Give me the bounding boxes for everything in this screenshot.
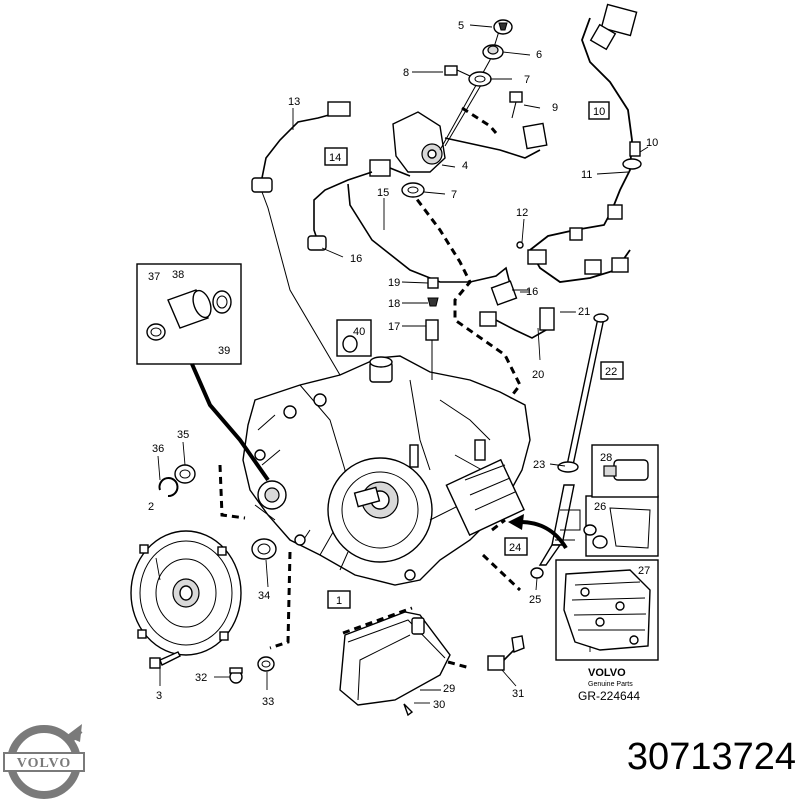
callout-4: 4 xyxy=(462,160,468,172)
circlip-36 xyxy=(158,477,179,498)
callout-36: 36 xyxy=(152,443,164,455)
callout-29: 29 xyxy=(443,683,455,695)
logo-text: VOLVO xyxy=(17,756,72,771)
boxed-callouts: 10 14 22 24 1 xyxy=(324,101,624,609)
callout-28: 28 xyxy=(600,452,612,464)
callout-10: 10 xyxy=(646,137,658,149)
callout-7: 7 xyxy=(524,74,530,86)
callout-5: 5 xyxy=(458,20,464,32)
callout-6: 6 xyxy=(536,49,542,61)
gasket-26-inset xyxy=(583,495,659,557)
callout-40: 40 xyxy=(353,326,365,338)
callout-30: 30 xyxy=(433,699,445,711)
callout-20: 20 xyxy=(532,369,544,381)
leader-lines xyxy=(155,24,649,704)
nut-6 xyxy=(482,44,504,60)
callout-box-14: 14 xyxy=(329,152,341,164)
stamp-subtitle: Genuine Parts xyxy=(588,681,633,688)
callout-box-22: 22 xyxy=(605,366,617,378)
connector-31 xyxy=(487,635,525,671)
callout-3: 3 xyxy=(156,690,162,702)
seal-35 xyxy=(174,464,196,484)
callout-26: 26 xyxy=(594,501,606,513)
speed-sensor-13 xyxy=(251,101,351,376)
callout-31: 31 xyxy=(512,688,524,700)
callout-labels: 5 6 7 8 9 13 4 7 15 16 12 11 10 19 18 17… xyxy=(148,20,658,711)
callout-16: 16 xyxy=(350,253,362,265)
bolt-32 xyxy=(229,667,243,684)
callout-2: 2 xyxy=(148,501,154,513)
volvo-logo: VOLVO xyxy=(3,724,85,799)
callout-19: 19 xyxy=(388,277,400,289)
callout-17: 17 xyxy=(388,321,400,333)
dashed-reference-lines xyxy=(218,106,522,650)
callout-15: 15 xyxy=(377,187,389,199)
callout-12: 12 xyxy=(516,207,528,219)
wiring-harness-10 xyxy=(516,3,642,283)
callout-16b: 16 xyxy=(526,286,538,298)
callout-21: 21 xyxy=(578,306,590,318)
solenoid-28-inset xyxy=(591,444,659,498)
callout-27: 27 xyxy=(638,565,650,577)
callout-11: 11 xyxy=(581,169,592,181)
solenoid-20 xyxy=(479,307,575,339)
callout-34: 34 xyxy=(258,590,270,602)
callout-8: 8 xyxy=(403,67,409,79)
callout-33: 33 xyxy=(262,696,274,708)
selector-switch-4 xyxy=(392,27,548,173)
o-ring-40 xyxy=(336,319,372,357)
washer-33 xyxy=(257,656,275,672)
oil-pan xyxy=(339,606,471,717)
callout-38: 38 xyxy=(172,269,184,281)
callout-18: 18 xyxy=(388,298,400,310)
bolt-9 xyxy=(509,91,523,119)
callout-7b: 7 xyxy=(451,189,457,201)
callout-box-24: 24 xyxy=(509,542,521,554)
inset-box-37-39 xyxy=(136,263,242,365)
bolt-8 xyxy=(444,65,471,77)
torque-converter xyxy=(130,530,242,656)
callout-13: 13 xyxy=(288,96,300,108)
bolt-3 xyxy=(149,651,181,669)
callout-9: 9 xyxy=(552,102,558,114)
callout-box-10: 10 xyxy=(593,106,605,118)
callout-32: 32 xyxy=(195,672,207,684)
sensor-16-lower xyxy=(490,280,530,306)
callout-box-1: 1 xyxy=(336,595,342,607)
callout-35: 35 xyxy=(177,429,189,441)
part-number: 30713724 xyxy=(626,736,796,778)
callout-25: 25 xyxy=(529,594,541,606)
genuine-parts-stamp: VOLVO Genuine Parts xyxy=(588,667,633,688)
callout-37: 37 xyxy=(148,271,160,283)
seal-34 xyxy=(251,538,277,560)
drawing-reference: GR-224644 xyxy=(578,689,641,703)
callout-23: 23 xyxy=(533,459,545,471)
stamp-brand: VOLVO xyxy=(588,667,626,679)
transmission-housing xyxy=(242,355,531,586)
washer-7-lower xyxy=(401,182,425,198)
nut-5 xyxy=(493,19,513,35)
callout-39: 39 xyxy=(218,345,230,357)
sensor-16-upper xyxy=(307,159,513,293)
pressure-sensor-17-19 xyxy=(425,277,439,380)
valve-body-27 xyxy=(555,559,659,661)
washer-7-top xyxy=(468,71,492,87)
